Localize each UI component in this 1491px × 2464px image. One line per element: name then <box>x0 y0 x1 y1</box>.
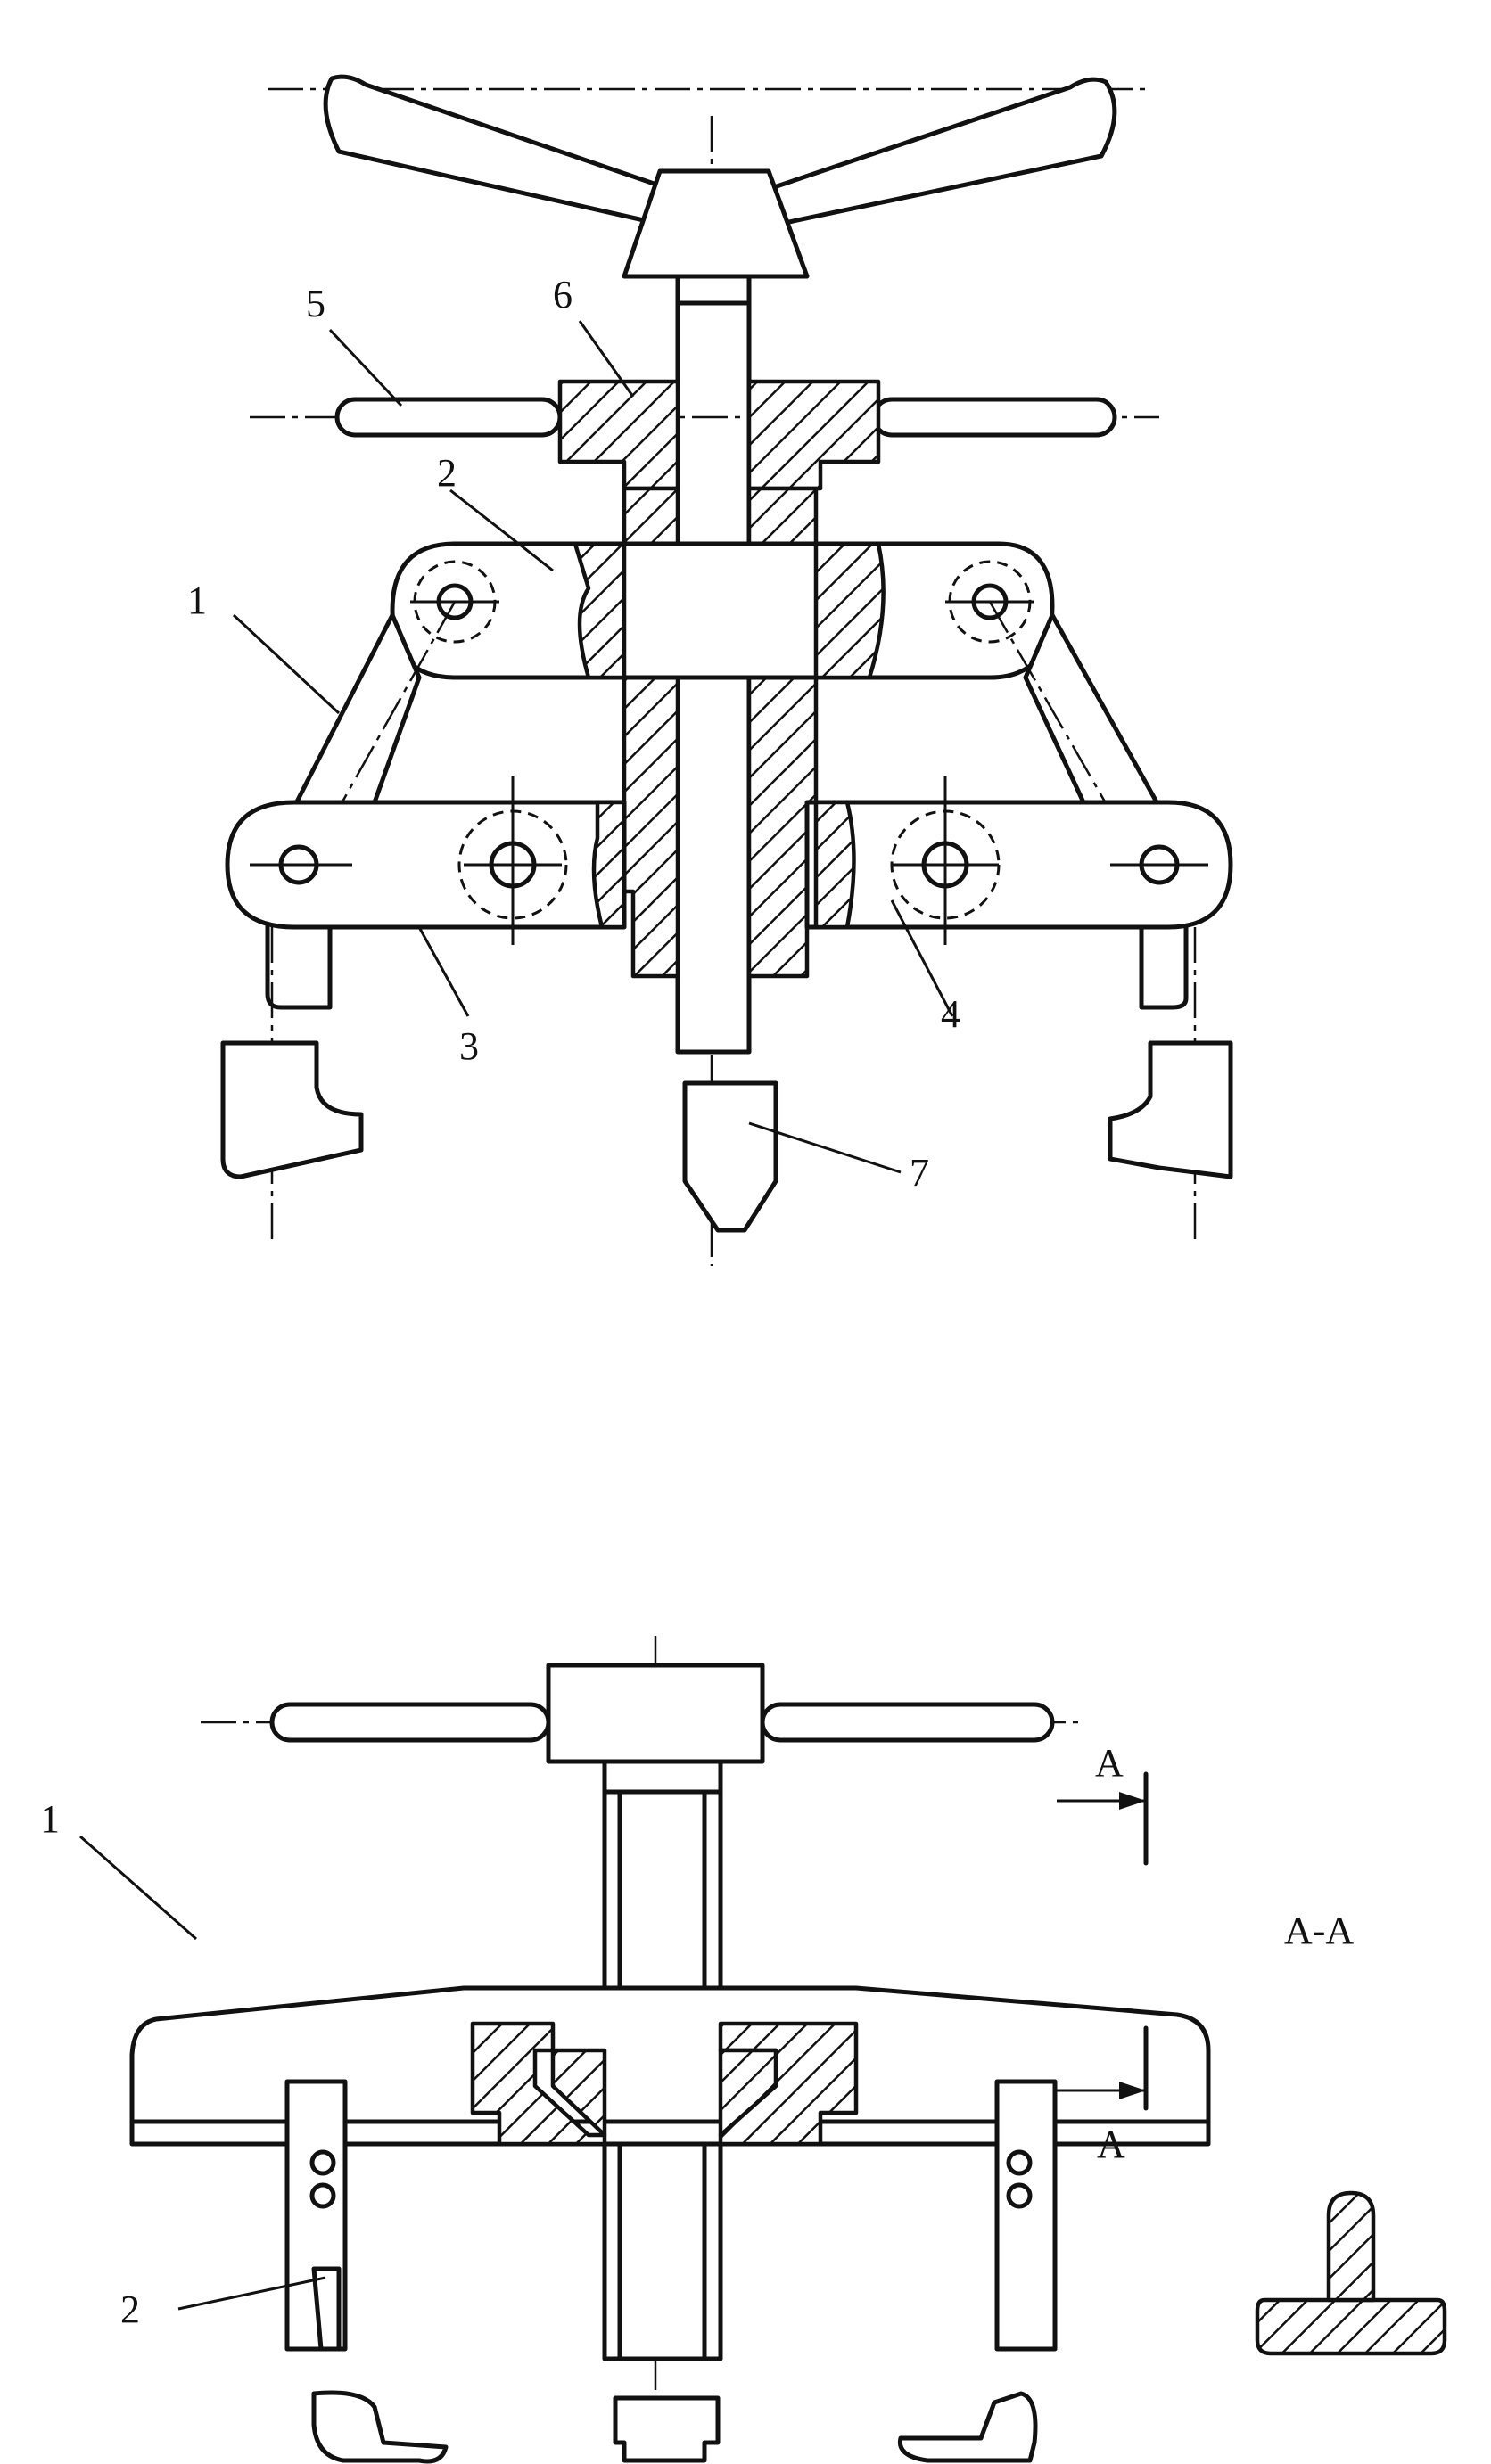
bottom-center-tip <box>613 2395 721 2463</box>
handle-left-arm <box>323 74 667 226</box>
label-1-bottom: 1 <box>40 1797 60 1841</box>
bottom-hub <box>546 1663 765 1764</box>
top-tommy-handle <box>268 74 1150 279</box>
top-center-tip-7 <box>682 1080 778 1233</box>
section-marker-a-top: A <box>1095 1741 1124 1785</box>
boss-left-section <box>470 2021 607 2147</box>
section-title-a-a: A-A <box>1284 1909 1354 1952</box>
label-2-top: 2 <box>437 451 457 495</box>
crossbar-5-right <box>871 397 1117 438</box>
label-7-top: 7 <box>910 1151 929 1195</box>
top-lower-links <box>225 776 1233 945</box>
label-1-top: 1 <box>187 579 207 622</box>
top-jaws <box>220 1040 1233 1179</box>
section-cut-marks <box>1057 1771 1149 2111</box>
nut-left-section <box>550 2048 607 2138</box>
upper-plate-outline <box>390 541 1055 680</box>
label-5-top: 5 <box>306 282 325 325</box>
handle-right-arm <box>771 77 1117 226</box>
crossbar-5-left <box>334 397 563 438</box>
bottom-bar-left <box>269 1702 551 1743</box>
jaw-right <box>1108 1040 1233 1179</box>
jaw-left-foot <box>311 2390 449 2464</box>
section-t-web <box>1326 2190 1376 2303</box>
label-2-bottom: 2 <box>120 2287 140 2331</box>
top-upper-link-2 <box>390 541 1055 680</box>
top-leaders <box>232 320 954 1174</box>
bottom-beam-1 <box>129 1985 1211 2147</box>
jaw-right-shank <box>994 2079 1058 2352</box>
label-4-top: 4 <box>941 992 960 1036</box>
section-marker-a-bottom: A <box>1097 2123 1125 2166</box>
upper-plate-section-left <box>573 541 627 680</box>
lower-plate-3 <box>225 800 627 930</box>
label-6-top: 6 <box>553 273 573 316</box>
label-3-top: 3 <box>459 1024 479 1068</box>
lower-plate-4 <box>804 800 1233 930</box>
top-view: 1 2 3 4 5 6 7 <box>187 74 1233 1266</box>
nut-right-section <box>718 2048 778 2138</box>
jaw-left <box>220 1040 364 1179</box>
section-t-flange <box>1255 2297 1447 2356</box>
upper-plate-section-right <box>813 541 886 680</box>
center-tip <box>682 1080 778 1233</box>
lower-plate-3-section <box>591 800 627 930</box>
nut-6-right <box>746 379 881 491</box>
nut-6-left <box>557 379 680 491</box>
lower-plate-4-section <box>813 800 856 930</box>
bottom-view: A A A-A 1 2 <box>40 1636 1447 2464</box>
bottom-jaws-2 <box>284 2079 1058 2464</box>
bottom-bar-right <box>760 1702 1055 1743</box>
jaw-right-foot <box>897 2391 1038 2463</box>
